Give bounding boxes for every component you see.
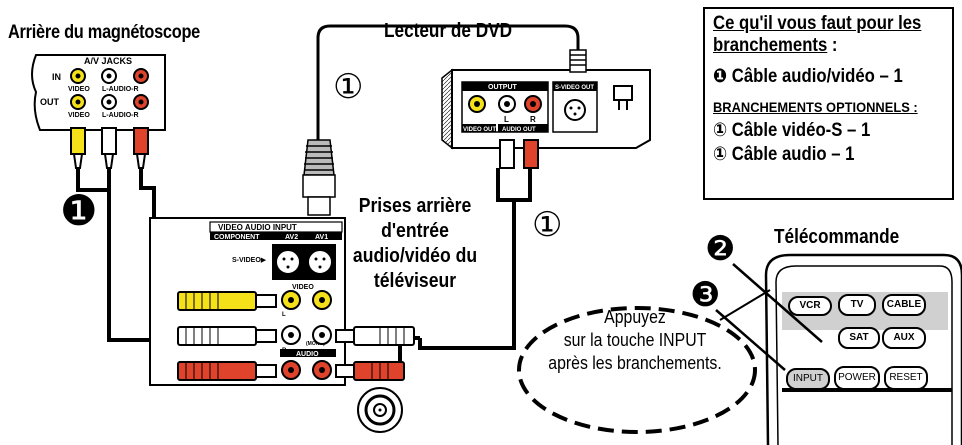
- dvd-svideo-plug: [569, 49, 587, 73]
- svg-text:L: L: [282, 312, 286, 318]
- svg-text:AV2: AV2: [285, 234, 298, 241]
- tv-svideo-jack-av1: [307, 249, 333, 275]
- svg-text:(MONO): (MONO): [306, 341, 325, 347]
- outline-number-icon: ①: [713, 144, 728, 165]
- svg-text:L-AUDIO-R: L-AUDIO-R: [102, 86, 139, 93]
- panel-optional-heading: Branchements optionnels :: [713, 99, 918, 115]
- remote-aux-button[interactable]: AUX: [882, 327, 926, 349]
- dvd-svideo-out-label: S-VIDEO OUT: [555, 85, 594, 91]
- remote-power-button[interactable]: POWER: [834, 366, 880, 390]
- svg-text:AV1: AV1: [315, 234, 328, 241]
- svg-text:R: R: [282, 348, 287, 354]
- remote-cable-button[interactable]: CABLE: [882, 294, 926, 316]
- panel-item-audio-cable: ① Câble audio – 1: [713, 144, 855, 165]
- svg-text:VIDEO: VIDEO: [292, 284, 314, 291]
- tv-av-plugs-right: [335, 326, 415, 381]
- step1-audio-outline-icon: ①: [532, 206, 563, 244]
- cables: [76, 24, 580, 382]
- step3-icon: ❸: [690, 276, 721, 314]
- panel-heading-line2: branchements: [713, 35, 828, 56]
- remote-control: [764, 253, 962, 445]
- tv-svideo-label: S-VIDEO▶: [232, 257, 267, 264]
- requirements-panel: Ce qu'il vous faut pour les branchements…: [703, 7, 954, 200]
- tv-av-plugs-left: [177, 291, 277, 381]
- remote-sat-button[interactable]: SAT: [838, 327, 880, 349]
- vcr-jacks-title: A/V JACKS: [84, 56, 132, 66]
- svg-text:COMPONENT: COMPONENT: [214, 234, 260, 241]
- remote-input-button[interactable]: INPUT: [786, 368, 830, 390]
- solid-number-icon: ❶: [713, 66, 728, 87]
- remote-title: Télécommande: [774, 226, 900, 248]
- step1-solid-icon: ❶: [60, 187, 98, 234]
- svg-text:VIDEO: VIDEO: [68, 86, 90, 93]
- dvd-video-out-label: VIDEO OUT: [463, 127, 496, 133]
- dvd-svideo-out-jack: [564, 99, 586, 121]
- tv-title: Prises arrière d'entrée audio/vidéo du t…: [352, 195, 478, 292]
- panel-heading-line1: Ce qu'il vous faut pour les: [713, 13, 922, 34]
- svg-text:L: L: [504, 115, 509, 124]
- outline-number-icon: ①: [713, 120, 728, 141]
- step1-svideo-outline-icon: ①: [333, 68, 364, 106]
- tv-antenna-connector: [357, 387, 403, 433]
- panel-item-svideo-cable: ① Câble vidéo-S – 1: [713, 120, 871, 141]
- tv-svideo-plug: [302, 139, 336, 216]
- remote-tv-button[interactable]: TV: [838, 294, 876, 316]
- vcr-title: Arrière du magnétoscope: [8, 22, 201, 43]
- remote-vcr-button[interactable]: VCR: [788, 296, 832, 316]
- dvd-audio-plugs: [499, 139, 539, 169]
- vcr-out-label: OUT: [40, 97, 60, 107]
- svg-text:L-AUDIO-R: L-AUDIO-R: [102, 112, 139, 119]
- panel-heading-suffix: :: [827, 35, 838, 56]
- dvd-output-label: OUTPUT: [488, 84, 518, 91]
- tv-input-header: VIDEO AUDIO INPUT: [218, 223, 297, 232]
- vcr-panel: A/V JACKS IN OUT VIDEO L-AUDIO-R VIDEO L…: [31, 54, 166, 131]
- step2-icon: ❷: [705, 230, 736, 268]
- dvd-audio-out-label: AUDIO OUT: [502, 127, 536, 133]
- tv-svideo-jack-av2: [275, 249, 301, 275]
- svg-text:VIDEO: VIDEO: [68, 112, 90, 119]
- dvd-player: OUTPUT S-VIDEO OUT L R VIDEO OUT AUDIO O…: [441, 68, 651, 150]
- instruction-bubble: [517, 306, 757, 434]
- instruction-text: Appuyez sur la touche INPUT après les br…: [548, 307, 722, 373]
- remote-reset-button[interactable]: RESET: [884, 366, 928, 390]
- svg-text:AUDIO: AUDIO: [296, 351, 319, 358]
- svg-text:R: R: [530, 115, 536, 124]
- vcr-av-plugs: [70, 127, 149, 169]
- vcr-in-label: IN: [52, 72, 61, 82]
- panel-item-av-cable: ❶ Câble audio/vidéo – 1: [713, 66, 903, 87]
